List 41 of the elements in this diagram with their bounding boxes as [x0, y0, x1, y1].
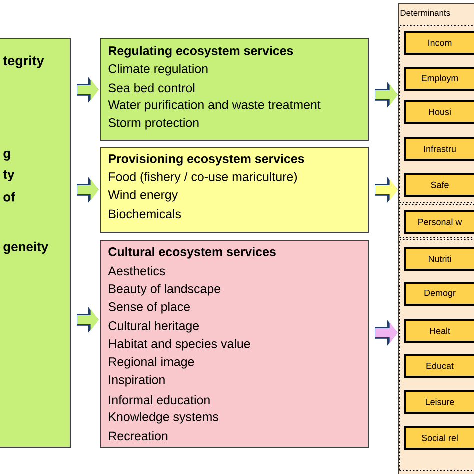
- list-item: Wind energy: [108, 190, 178, 202]
- box-heading: Provisioning ecosystem services: [109, 154, 304, 166]
- box-heading: Cultural ecosystem services: [108, 247, 276, 259]
- list-item: Storm protection: [108, 118, 199, 130]
- determinant-box: Leisure: [404, 390, 474, 414]
- list-item: Beauty of landscape: [109, 284, 220, 296]
- determinant-box: Infrastru: [404, 137, 474, 161]
- determinant-box: Demogr: [404, 282, 474, 306]
- list-item: Water purification and waste treatment: [108, 100, 321, 112]
- list-item: Inspiration: [109, 375, 165, 387]
- dotted-group-box: [399, 239, 474, 472]
- list-item: Biochemicals: [109, 209, 182, 219]
- box-heading: Regulating ecosystem services: [109, 46, 294, 58]
- determinant-box: Personal w: [404, 210, 474, 234]
- determinant-box: Safe: [404, 173, 474, 197]
- list-item: Climate regulation: [108, 64, 208, 76]
- text-line: g: [4, 151, 10, 161]
- list-item: Food (fishery / co-use mariculture): [109, 172, 298, 184]
- list-item: Habitat and species value: [109, 339, 250, 351]
- determinant-box: Nutriti: [404, 247, 474, 271]
- determinant-box: Incom: [404, 31, 474, 55]
- list-item: Aesthetics: [108, 266, 166, 276]
- list-item: Recreation: [109, 431, 168, 441]
- box-heading: tegrity: [3, 56, 44, 68]
- list-item: Sense of place: [108, 302, 190, 314]
- list-item: Informal education: [109, 395, 210, 405]
- determinant-box: Healt: [404, 319, 474, 343]
- panel-heading: Determinants: [400, 10, 450, 16]
- list-item: Cultural heritage: [108, 321, 199, 333]
- list-item: Sea bed control: [108, 83, 195, 93]
- text-line: geneity: [4, 242, 48, 254]
- text-line: ty: [3, 170, 15, 182]
- text-line: of: [4, 192, 16, 202]
- determinant-box: Educat: [404, 354, 474, 378]
- list-item: Knowledge systems: [109, 412, 218, 424]
- dotted-group-box: [399, 25, 474, 204]
- determinant-box: Social rel: [404, 426, 474, 450]
- determinant-box: Housi: [404, 100, 474, 124]
- dotted-group-box: [399, 204, 474, 238]
- determinant-box: Employm: [404, 67, 474, 91]
- list-item: Regional image: [109, 357, 194, 369]
